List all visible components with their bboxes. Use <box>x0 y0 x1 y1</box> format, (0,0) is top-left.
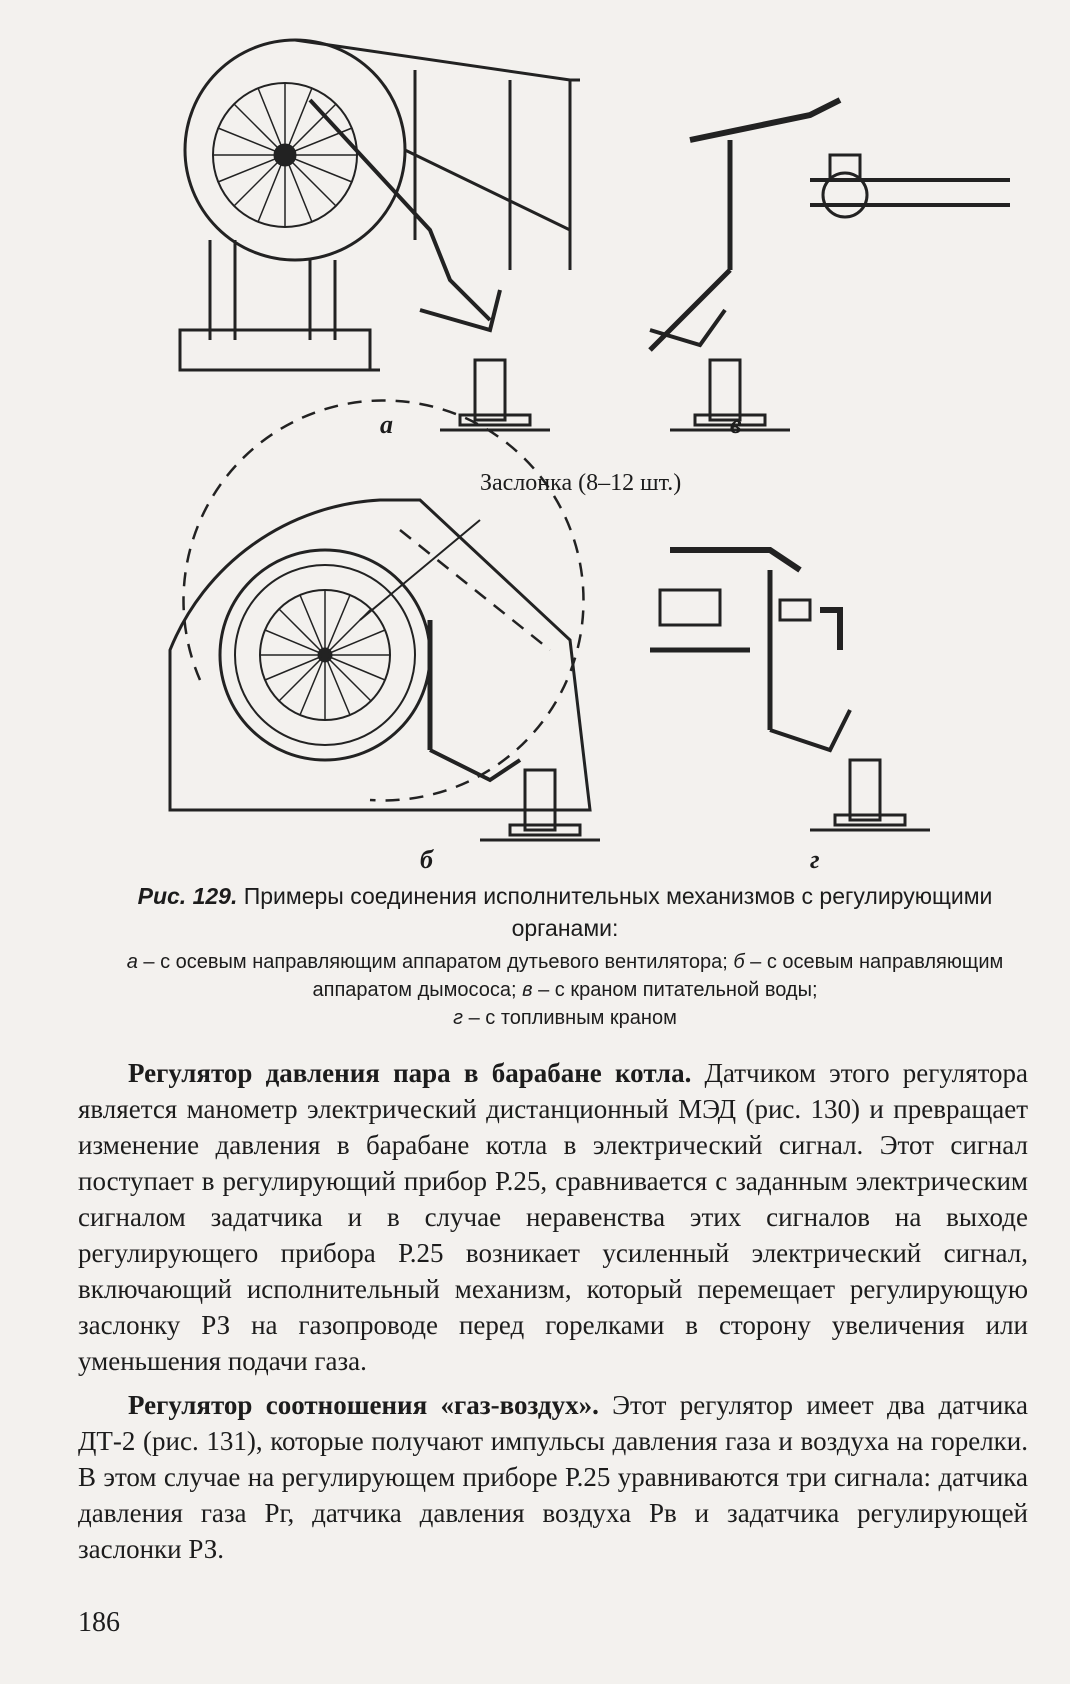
panel-label-g: г <box>810 845 820 874</box>
paragraph: Регулятор соотношения «газ-воздух». Этот… <box>78 1387 1028 1567</box>
legend-letter: г <box>453 1007 464 1029</box>
caption-number: Рис. 129. <box>137 883 238 909</box>
legend-letter: а <box>126 951 138 973</box>
figure-caption: Рис. 129. Примеры соединения исполнитель… <box>120 880 1010 1032</box>
paragraph-lead: Регулятор соотношения «газ-воздух». <box>128 1390 599 1420</box>
page-number: 186 <box>78 1607 120 1638</box>
panel-v-valve <box>648 97 1010 432</box>
paragraph-text: Этот регулятор имеет два датчика ДТ-2 (р… <box>78 1390 1028 1564</box>
panel-b-exhauster <box>168 399 600 842</box>
damper-callout: Заслонка (8–12 шт.) <box>480 470 682 496</box>
panel-g-fuel-valve <box>650 547 930 832</box>
legend-letter: б <box>733 951 745 973</box>
paragraph-lead: Регулятор давления пара в барабане котла… <box>128 1058 692 1088</box>
legend-letter: в <box>522 979 533 1001</box>
panel-label-a: а <box>380 410 393 439</box>
mechanisms-drawing <box>168 38 1010 842</box>
figure-129: а в б г <box>150 30 1010 880</box>
legend-text: – с осевым направляющим аппаратом дутьев… <box>137 951 734 973</box>
panel-label-v: в <box>730 410 742 439</box>
legend-text: – с топливным краном <box>463 1007 677 1029</box>
panel-label-b: б <box>420 845 433 874</box>
paragraph-text: Датчиком этого регулятора является маном… <box>78 1058 1028 1376</box>
caption-title-text: Примеры соединения исполнительных механи… <box>243 883 993 941</box>
panel-a-fan <box>178 38 580 432</box>
body-text: Регулятор давления пара в барабане котла… <box>78 1055 1028 1575</box>
legend-text: – с осевым направляющим аппаратом дымосо… <box>312 951 1004 1001</box>
caption-title: Рис. 129. Примеры соединения исполнитель… <box>120 880 1010 944</box>
caption-legend: а – с осевым направляющим аппаратом дуть… <box>120 948 1010 1032</box>
paragraph: Регулятор давления пара в барабане котла… <box>78 1055 1028 1379</box>
legend-text: – с краном питательной воды; <box>532 979 818 1001</box>
